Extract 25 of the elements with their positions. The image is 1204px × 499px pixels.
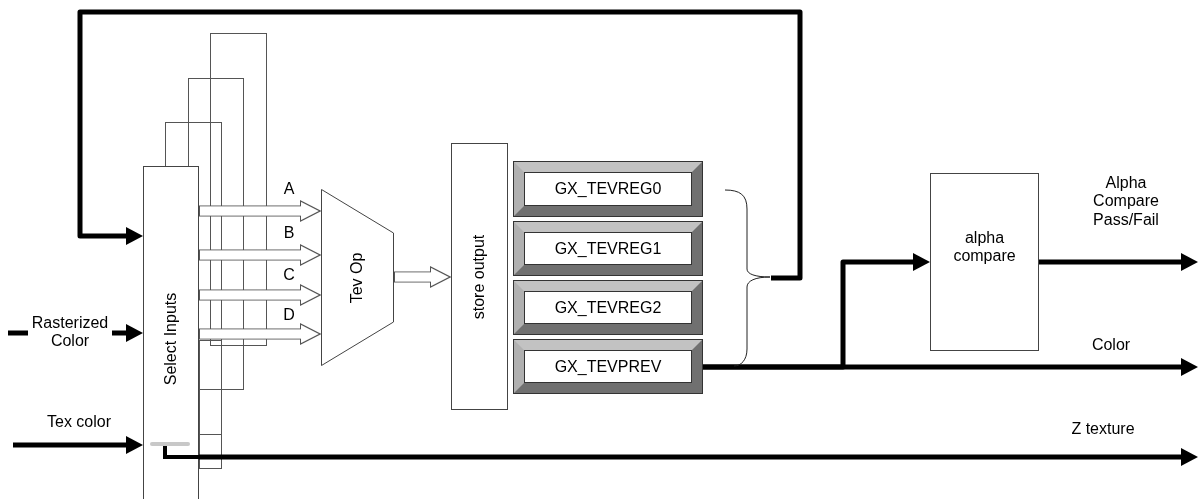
register-label: GX_TEVREG2: [524, 291, 692, 324]
register-frame: [513, 339, 703, 394]
box-label: store output: [470, 234, 489, 319]
register-label: GX_TEVREG0: [524, 172, 692, 206]
arrow: [13, 436, 143, 454]
hollow-arrow: [199, 323, 322, 345]
hollow-arrow: [394, 266, 452, 288]
register-frame: [513, 280, 703, 335]
arrow: [199, 448, 1198, 466]
arrow: [703, 358, 1198, 376]
process-box: [451, 143, 508, 410]
arrow: [1039, 253, 1198, 271]
arrow: [77, 9, 803, 281]
hollow-arrow: [199, 200, 322, 222]
register-frame: [513, 221, 703, 276]
process-box: [930, 173, 1039, 351]
box-label: alpha compare: [952, 228, 1017, 266]
register-frame: [513, 161, 703, 217]
box-label: Select Inputs: [162, 292, 180, 385]
register-label: GX_TEVPREV: [524, 350, 692, 383]
hollow-arrow: [199, 244, 322, 266]
register-label: GX_TEVREG1: [524, 232, 692, 265]
hollow-arrow: [199, 284, 322, 306]
process-box: [143, 166, 199, 499]
box-label: Tev Op: [348, 252, 367, 303]
